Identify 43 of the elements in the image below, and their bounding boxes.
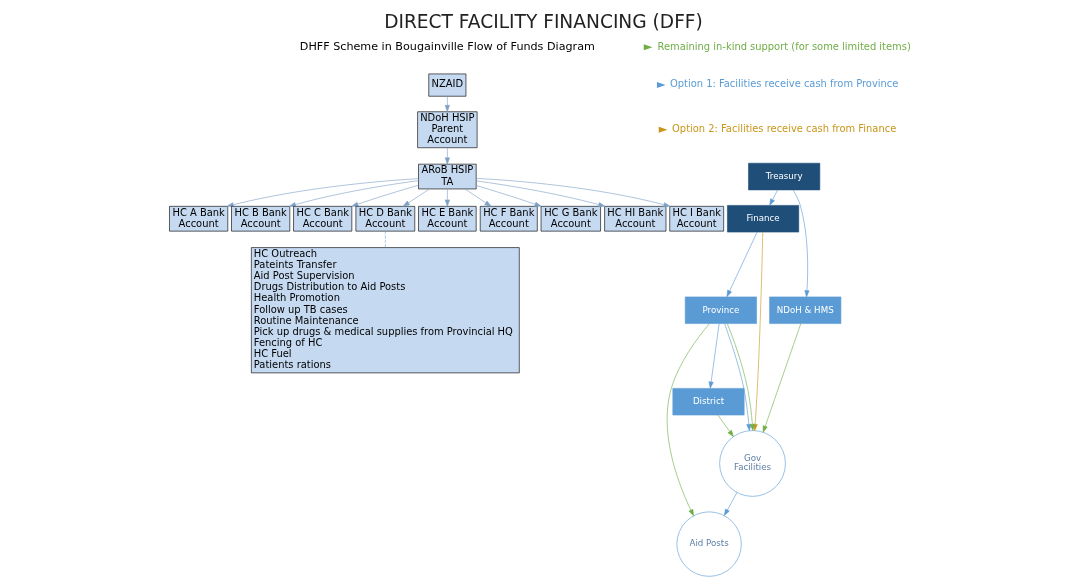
node-box: Province — [684, 296, 757, 324]
node-box: HC Outreach Pateints Transfer Aid Post Supervision Drugs Distribution to Aid Posts Health Promotion Follow up TB cases Routine Maintenance Pick up drugs & medical supplies from Provincial HQ Fencing of HC HC Fuel Patients rations — [251, 247, 520, 374]
arrow — [666, 323, 710, 517]
node-box: HC E Bank Account — [418, 206, 477, 232]
node-box: Finance — [727, 205, 800, 233]
arrow — [444, 188, 450, 207]
legend-label: Option 2: Facilities receive cash from Finance — [672, 123, 897, 135]
node-box: District — [672, 388, 745, 416]
legend-label: Remaining in-kind support (for some limited items) — [657, 40, 911, 52]
node-box: NZAID — [428, 73, 467, 97]
arrow — [464, 188, 492, 207]
connector — [385, 230, 386, 248]
arrow — [289, 180, 419, 207]
node-box: HC F Bank Account — [479, 206, 538, 232]
arrow — [226, 178, 419, 208]
node-box: HC D Bank Account — [355, 206, 416, 232]
arrow — [717, 414, 734, 437]
node-box: NDoH & HMS — [769, 296, 842, 324]
arrow — [444, 96, 450, 112]
diagram-title: DIRECT FACILITY FINANCING (DFF) — [384, 11, 703, 33]
arrow — [476, 180, 606, 208]
arrow — [726, 231, 758, 297]
legend-label: Option 1: Facilities receive cash from Province — [669, 78, 899, 90]
arrow — [792, 189, 810, 298]
arrow — [762, 323, 802, 433]
node-box: NDoH HSIP Parent Account — [417, 111, 478, 149]
node-box: Treasury — [748, 162, 821, 191]
node-box: HC B Bank Account — [231, 206, 291, 232]
node-box: HC G Bank Account — [540, 206, 601, 232]
arrow — [769, 189, 778, 206]
node-box: HC I Bank Account — [669, 206, 724, 232]
arrow — [475, 178, 671, 208]
node-box: HC C Bank Account — [293, 206, 353, 232]
node-box: ARoB HSIP TA — [418, 163, 477, 190]
arrow — [708, 323, 720, 389]
arrow — [724, 492, 738, 516]
node-box: HC HI Bank Account — [604, 206, 667, 232]
arrow — [402, 188, 430, 207]
label: DHFF Scheme in Bougainville Flow of Funds Diagram — [299, 39, 595, 53]
node-box: HC A Bank Account — [169, 206, 229, 232]
arrow — [444, 147, 450, 165]
arrow — [351, 184, 419, 207]
arrow — [476, 185, 542, 207]
